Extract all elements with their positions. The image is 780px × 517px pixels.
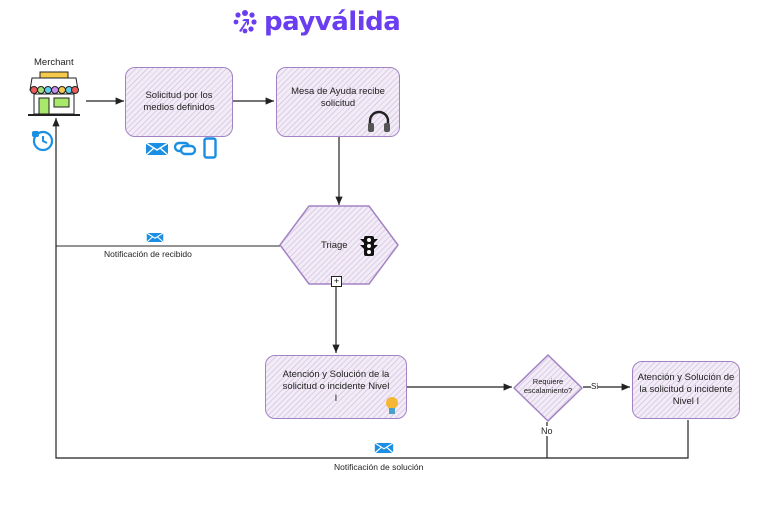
label-notif-recibido: Notificación de recibido — [104, 249, 192, 259]
payvalida-logo: payválida — [232, 4, 401, 40]
label-no: No — [541, 426, 553, 436]
merchant-label: Merchant — [34, 57, 74, 68]
logo-text: payválida — [264, 7, 401, 37]
node-atencion2-text: Atención y Solución de la solicitud o in… — [637, 372, 735, 407]
email-icon — [374, 442, 394, 454]
node-solicitud[interactable]: Solicitud por los medios definidos — [125, 67, 233, 137]
node-decision[interactable] — [512, 353, 584, 423]
node-mesa-text: Mesa de Ayuda recibe solicitud — [291, 86, 385, 109]
label-notif-solucion: Notificación de solución — [334, 462, 424, 472]
traffic-light-icon — [360, 236, 378, 256]
history-icon — [32, 130, 54, 152]
chat-icon — [173, 141, 197, 156]
logo-dots-icon — [233, 10, 257, 34]
node-atencion-nivel1-escalado[interactable]: Atención y Solución de la solicitud o in… — [632, 361, 740, 419]
node-decision-text: Requiere escalamiento? — [523, 377, 573, 395]
email-icon — [145, 142, 169, 156]
node-triage[interactable] — [279, 205, 399, 285]
shop-icon — [28, 71, 80, 116]
node-atencion1-text: Atención y Solución de la solicitud o in… — [282, 369, 390, 404]
lightbulb-icon — [386, 397, 398, 414]
node-solicitud-text: Solicitud por los medios definidos — [143, 90, 215, 113]
node-triage-text: Triage — [321, 240, 348, 251]
headset-icon — [368, 110, 390, 132]
node-mesa-ayuda[interactable]: Mesa de Ayuda recibe solicitud — [276, 67, 400, 137]
node-atencion-nivel1[interactable]: Atención y Solución de la solicitud o in… — [265, 355, 407, 419]
mobile-icon — [203, 137, 217, 159]
label-si: Si — [591, 382, 599, 391]
email-icon — [146, 232, 164, 243]
expand-icon[interactable]: + — [331, 276, 342, 287]
edge-notif-solucion — [52, 118, 689, 459]
